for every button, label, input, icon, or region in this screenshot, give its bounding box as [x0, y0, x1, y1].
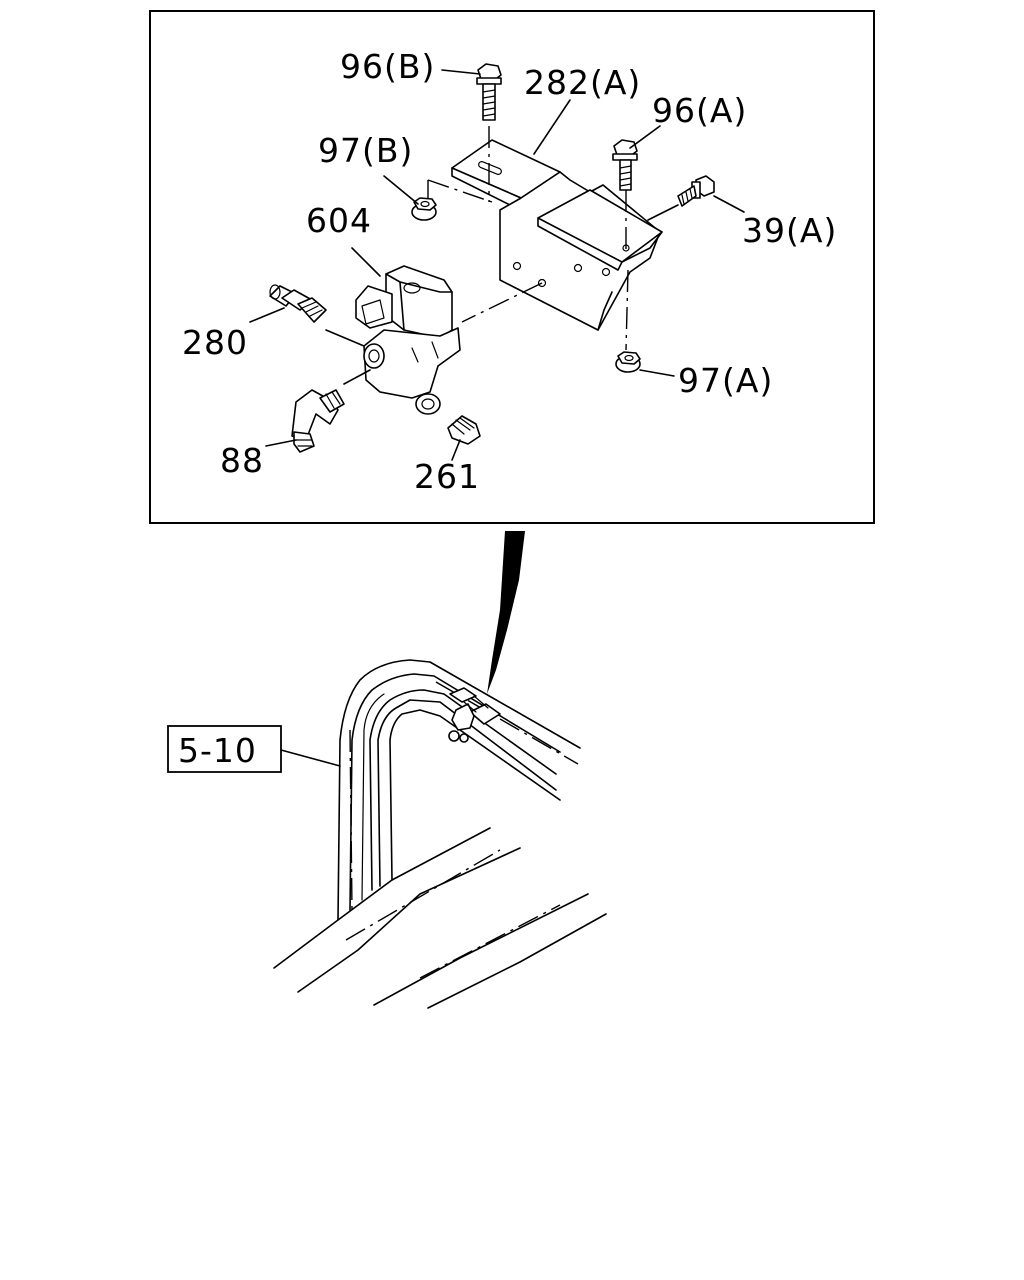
- detail-frame: [149, 10, 875, 524]
- nut-97a: [615, 351, 641, 373]
- valve-604: [355, 265, 461, 415]
- vehicle-frame-overview: [273, 659, 607, 1009]
- label-280: 280: [182, 323, 248, 362]
- fitting-280: [269, 284, 327, 323]
- label-96b: 96(B): [340, 47, 435, 86]
- label-88: 88: [220, 441, 264, 480]
- label-261: 261: [414, 457, 480, 496]
- detail-pointer: [487, 531, 525, 694]
- plug-261: [447, 415, 481, 445]
- bolt-39a: [677, 175, 715, 207]
- label-282a: 282(A): [524, 63, 641, 102]
- label-39a: 39(A): [742, 211, 837, 250]
- bolt-96b: [476, 63, 502, 121]
- bracket-282a: [451, 139, 663, 331]
- ref-5-10-box: [167, 725, 282, 773]
- label-604: 604: [306, 201, 372, 240]
- nut-97b: [411, 197, 437, 221]
- bolt-96a: [612, 139, 638, 191]
- label-97b: 97(B): [318, 131, 413, 170]
- ref-5-10-label: 5-10: [178, 731, 257, 770]
- elbow-88: [291, 389, 345, 453]
- label-97a: 97(A): [678, 361, 773, 400]
- label-96a: 96(A): [652, 91, 747, 130]
